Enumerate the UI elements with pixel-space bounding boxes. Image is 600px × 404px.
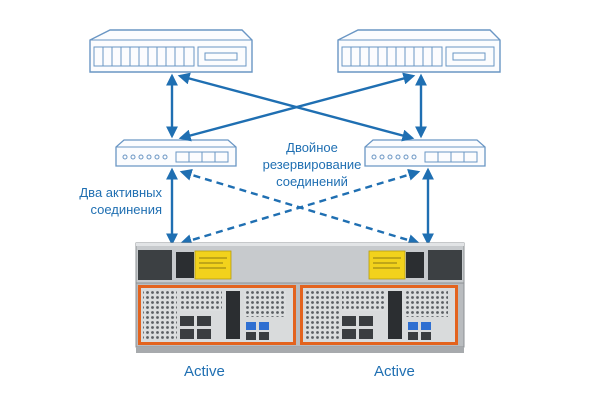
active-links-label-line-2: соединения xyxy=(90,202,162,217)
active-links-label-line-1: Два активных xyxy=(79,185,162,200)
server-right xyxy=(337,29,501,73)
controller-left xyxy=(138,285,296,345)
storage-enclosure xyxy=(135,242,465,353)
link-switch-right-storage-redundant xyxy=(179,169,421,246)
redundancy-label-line-3: соединений xyxy=(276,174,348,189)
switch-left xyxy=(115,139,237,167)
redundancy-label-line-2: резервирование xyxy=(262,157,362,172)
redundancy-label: Двойное резервирование соединений xyxy=(262,139,362,190)
switch-storage-links xyxy=(166,167,434,246)
status-right: Active xyxy=(374,363,415,380)
warning-label-left xyxy=(194,250,232,280)
switch-right xyxy=(364,139,486,167)
server-left xyxy=(89,29,253,73)
server-switch-links xyxy=(166,72,427,142)
redundancy-label-line-1: Двойное xyxy=(286,140,338,155)
controller-right xyxy=(300,285,458,345)
active-links-label: Два активных соединения xyxy=(60,184,162,218)
link-server-right-switch-left xyxy=(178,72,416,142)
warning-label-right xyxy=(368,250,406,280)
status-left: Active xyxy=(184,363,225,380)
